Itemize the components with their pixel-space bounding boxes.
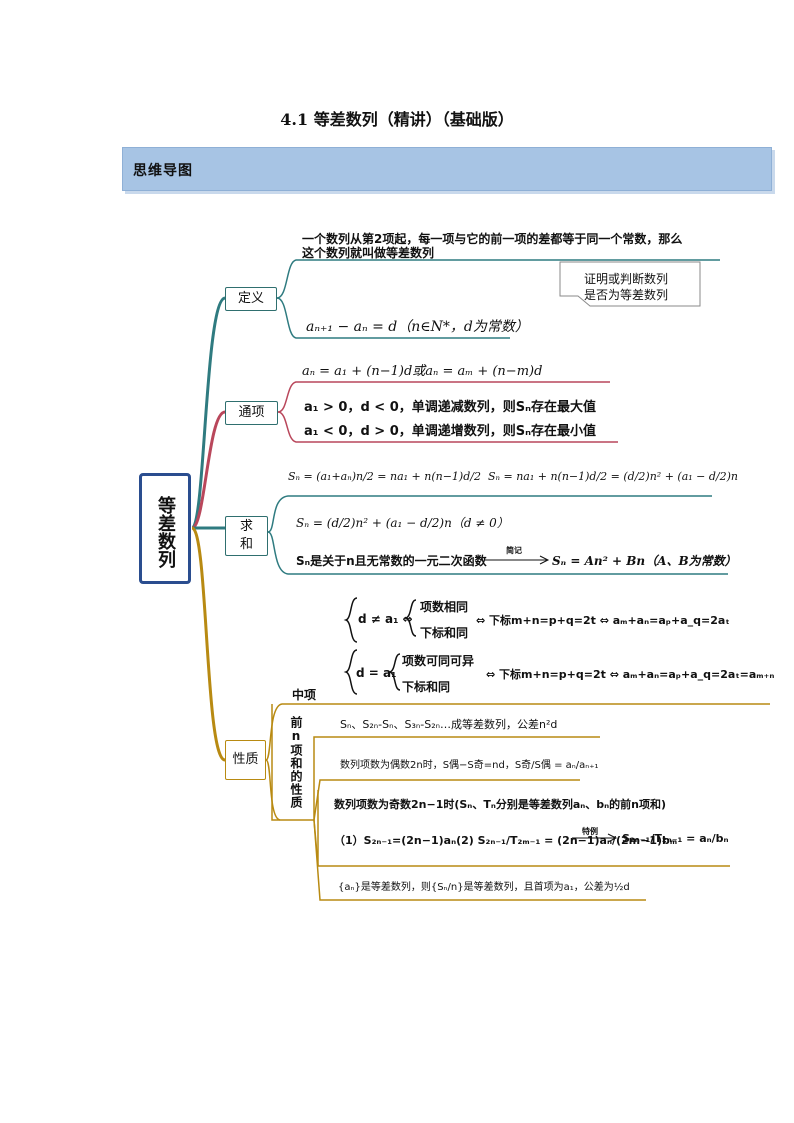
node-general-term: 通项 [225, 401, 278, 425]
general-term-case1: a₁ > 0，d < 0，单调递减数列，则Sₙ存在最大值 [304, 400, 597, 415]
mid-case2-cond: d = a₁ [356, 666, 397, 680]
definition-formula: aₙ₊₁ − aₙ = d（n∈N*，d为常数） [306, 319, 529, 335]
definition-text-line2: 这个数列就叫做等差数列 [302, 246, 435, 260]
mid-case2-b: 下标和同 [402, 680, 451, 694]
sum-formula3: Sₙ = (d/2)n² + (a₁ − d/2)n（d ≠ 0） [296, 516, 509, 530]
sum-formula4-text: Sₙ是关于n且无常数的一元二次函数 [296, 554, 487, 568]
definition-callout-line1: 证明或判断数列 [584, 272, 669, 286]
node-sum: 求和 [225, 516, 268, 556]
banner-label: 思维导图 [133, 163, 193, 179]
mid-case1-result: ⇔ 下标m+n=p+q=2t ⇔ aₘ+aₙ=aₚ+a_q=2aₜ [476, 614, 730, 627]
sum-prop-5: {aₙ}是等差数列，则{Sₙ/n}是等差数列，且首项为a₁，公差为½d [338, 882, 630, 893]
node-properties: 性质 [225, 740, 266, 780]
node-definition: 定义 [225, 287, 277, 311]
definition-text-line1: 一个数列从第2项起，每一项与它的前一项的差都等于同一个常数，那么 [302, 232, 683, 246]
sum-properties-label: 前n项和的性质 [289, 716, 303, 809]
mid-case2-a: 项数可同可异 [402, 654, 475, 668]
mid-case1-a: 项数相同 [420, 600, 469, 614]
sum-arrow-label: 简记 [506, 546, 522, 555]
sum-prop-1: Sₙ、S₂ₙ-Sₙ、S₃ₙ-S₂ₙ…成等差数列，公差n²d [340, 718, 558, 731]
sum-prop-4a: （1）S₂ₙ₋₁=(2n−1)aₙ(2) S₂ₙ₋₁/T₂ₘ₋₁ = (2n−1… [334, 834, 678, 847]
sum-prop-3: 数列项数为奇数2n−1时(Sₙ、Tₙ分别是等差数列aₙ、bₙ的前n项和) [334, 798, 667, 811]
sum-prop-2: 数列项数为偶数2n时，S偶−S奇=nd，S奇/S偶 = aₙ/aₙ₊₁ [340, 760, 599, 771]
sum-formula1: Sₙ = (a₁+aₙ)n/2 = na₁ + n(n−1)d/2 [288, 470, 481, 483]
sum-prop-4b: S₂ₙ₋₁/T₂ₙ₋₁ = aₙ/bₙ [622, 832, 729, 845]
mid-term-label: 中项 [292, 688, 317, 702]
sum-prop-arrow-label: 特例 [582, 827, 598, 836]
general-term-formula: aₙ = a₁ + (n−1)d或aₙ = aₘ + (n−m)d [302, 364, 543, 379]
section-banner: 思维导图 [122, 147, 772, 191]
definition-callout-line2: 是否为等差数列 [584, 288, 669, 302]
general-term-case2: a₁ < 0，d > 0，单调递增数列，则Sₙ存在最小值 [304, 424, 597, 439]
page-title: 4.1 等差数列（精讲）（基础版） [280, 110, 514, 129]
sum-formula2: Sₙ = na₁ + n(n−1)d/2 = (d/2)n² + (a₁ − d… [488, 470, 739, 483]
mid-case1-cond: d ≠ a₁ ⇔ [358, 612, 413, 626]
sum-formula4-result: Sₙ = An² + Bn（A、B为常数） [552, 554, 737, 568]
mid-case1-b: 下标和同 [420, 626, 469, 640]
mid-case2-result: ⇔ 下标m+n=p+q=2t ⇔ aₘ+aₙ=aₚ+a_q=2aₜ=aₘ₊ₙ [486, 668, 775, 681]
root-node: 等差数列 [139, 473, 191, 584]
